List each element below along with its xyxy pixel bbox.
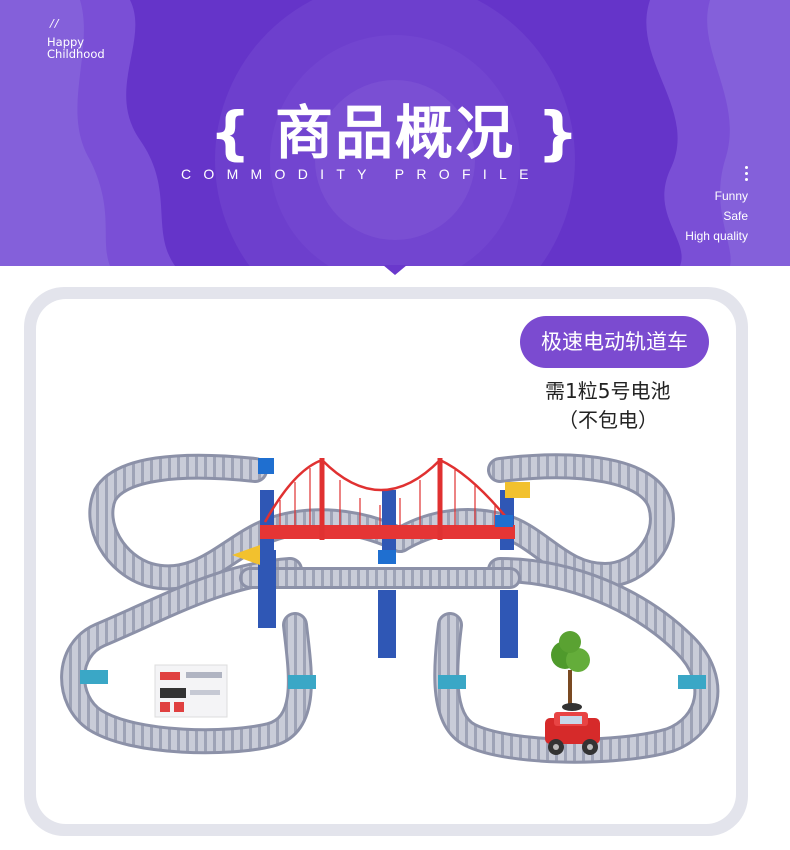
section-subtitle: COMMODITY PROFILE <box>181 166 541 182</box>
tagline-safe: Safe <box>723 209 748 223</box>
header-pointer <box>383 265 407 275</box>
header-banner: // Happy Childhood { 商品概况 } COMMODITY PR… <box>0 0 790 266</box>
tagline-childhood: Childhood <box>47 47 105 61</box>
vertical-dots-icon <box>745 166 749 184</box>
toy-track-set-image <box>60 453 720 764</box>
battery-excluded-note: （不包电） <box>558 408 658 432</box>
decor-slash: // <box>50 17 60 30</box>
section-title: { 商品概况 } <box>209 99 581 167</box>
product-name-badge: 极速电动轨道车 <box>520 316 709 368</box>
header-background <box>0 0 790 266</box>
tagline-funny: Funny <box>714 189 748 203</box>
tagline-right: Funny Safe High quality <box>685 186 748 246</box>
tagline-left: Happy Childhood <box>47 36 105 60</box>
tagline-happy: Happy <box>47 35 85 49</box>
battery-requirement: 需1粒5号电池 <box>545 379 671 403</box>
tagline-quality: High quality <box>685 229 748 243</box>
